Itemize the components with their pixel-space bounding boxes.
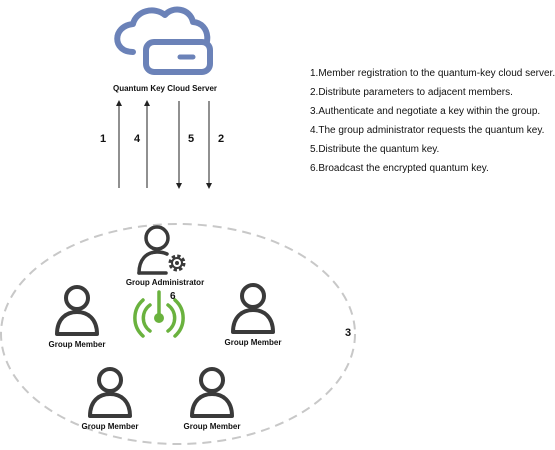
member-label-bottom-left: Group Member bbox=[81, 422, 139, 431]
arrow-label-1: 1 bbox=[100, 133, 107, 145]
step-5: 5.Distribute the quantum key. bbox=[310, 144, 440, 155]
cloud-server-icon bbox=[114, 6, 213, 75]
step-1: 1.Member registration to the quantum-key… bbox=[310, 68, 555, 79]
member-label-right: Group Member bbox=[224, 338, 282, 347]
member-icon-left bbox=[55, 285, 99, 336]
member-label-left: Group Member bbox=[48, 340, 106, 349]
admin-label: Group Administrator bbox=[125, 278, 205, 287]
broadcast-signal-icon bbox=[133, 290, 185, 338]
member-icon-bottom-right bbox=[190, 367, 234, 418]
step-6: 6.Broadcast the encrypted quantum key. bbox=[310, 163, 489, 174]
step-3: 3.Authenticate and negotiate a key withi… bbox=[310, 106, 541, 117]
arrow-label-2: 2 bbox=[218, 133, 225, 145]
arrows bbox=[116, 100, 212, 189]
step-4: 4.The group administrator requests the q… bbox=[310, 125, 545, 136]
server-label: Quantum Key Cloud Server bbox=[112, 84, 218, 93]
member-icon-right bbox=[231, 283, 275, 334]
broadcast-label: 6 bbox=[170, 291, 176, 302]
member-label-bottom-right: Group Member bbox=[183, 422, 241, 431]
arrow-label-5: 5 bbox=[188, 133, 195, 145]
admin-icon bbox=[137, 225, 170, 275]
member-icon-bottom-left bbox=[88, 367, 132, 418]
step-2: 2.Distribute parameters to adjacent memb… bbox=[310, 87, 513, 98]
gear-icon bbox=[168, 254, 186, 272]
arrow-label-4: 4 bbox=[134, 133, 141, 145]
group-region-label: 3 bbox=[345, 327, 352, 339]
steps-list: 1.Member registration to the quantum-key… bbox=[310, 67, 555, 181]
group-boundary bbox=[0, 223, 356, 445]
